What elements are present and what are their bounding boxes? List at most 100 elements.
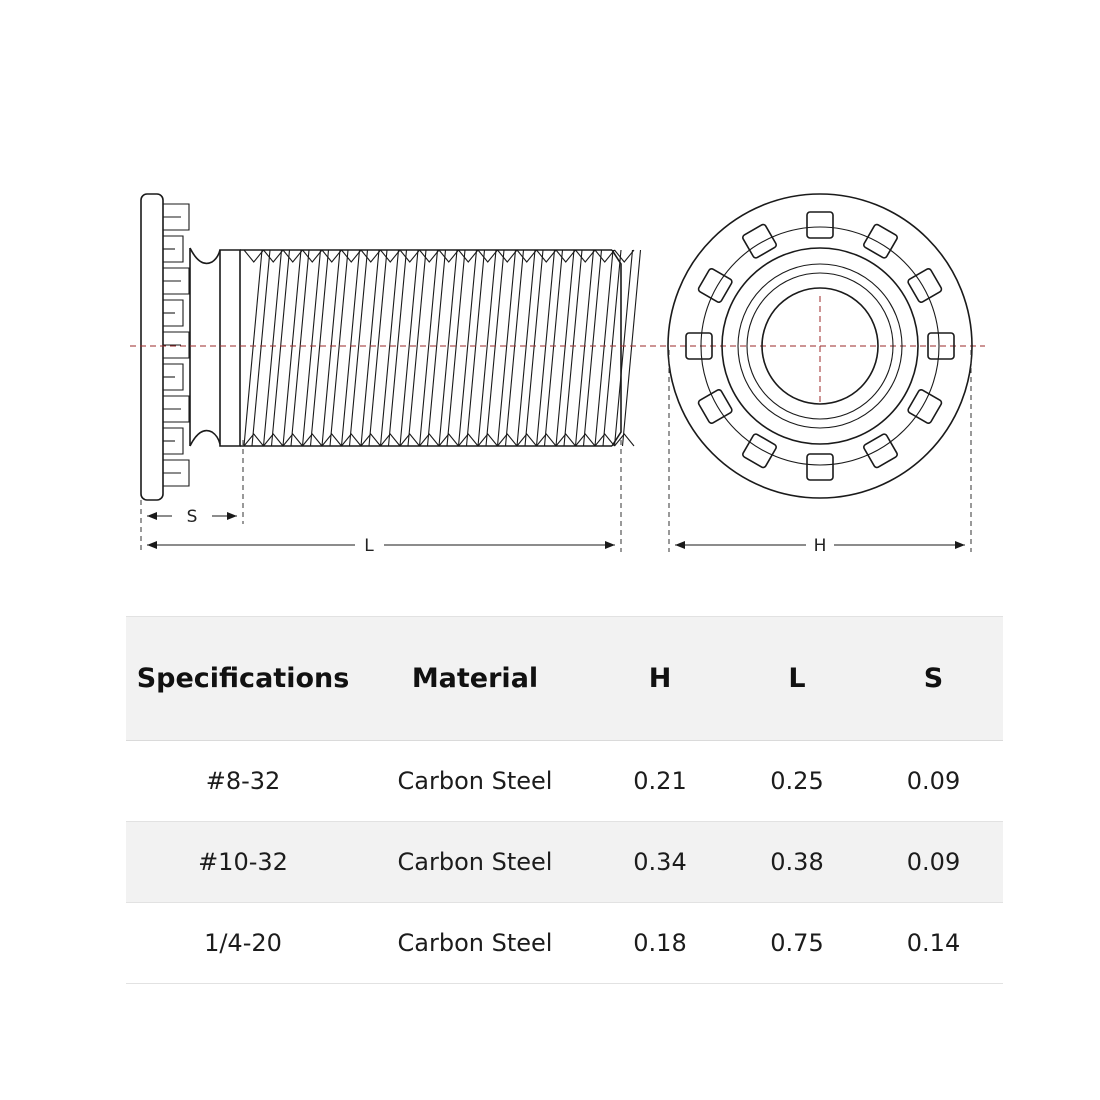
thread-crest (360, 249, 380, 447)
knurl-tooth (163, 267, 190, 295)
thread-bottom-tooth (380, 433, 401, 447)
thread-top-tooth (302, 249, 323, 263)
thread-bottom-tooth (321, 433, 342, 447)
table-row: 1/4-20 Carbon Steel 0.18 0.75 0.14 (126, 903, 1003, 984)
thread-crest (301, 249, 322, 447)
cell-specification: #10-32 (198, 848, 288, 876)
thread-top-tooth (282, 249, 303, 263)
cell-h: 0.18 (633, 929, 687, 957)
thread-bottom-tooth (399, 433, 420, 447)
knurl-tooth (163, 395, 190, 423)
thread-crest (282, 249, 302, 447)
header-material: Material (411, 663, 539, 694)
thread-crest (340, 249, 361, 447)
cell-material: Carbon Steel (397, 929, 553, 957)
cell-specification: 1/4-20 (204, 929, 282, 957)
thread-bottom-tooth (458, 433, 479, 447)
header-s: S (923, 663, 944, 694)
thread-root (543, 249, 564, 447)
knurl-tooth (163, 363, 184, 391)
dimension-label-s: S (187, 507, 198, 527)
thread-root (621, 249, 642, 447)
dimension-label-l: L (364, 536, 374, 556)
stud-end-view (667, 193, 973, 499)
thread-bottom-tooth (341, 433, 362, 447)
thread-root (270, 249, 291, 447)
thread-crest (438, 249, 458, 447)
thread-bottom-tooth (477, 433, 498, 447)
thread-crest (477, 249, 497, 447)
thread-top-tooth (497, 249, 518, 263)
cell-h: 0.21 (633, 767, 687, 795)
thread-root (582, 249, 603, 447)
thread-crest (418, 249, 439, 447)
thread-bottom-tooth (263, 433, 284, 447)
thread-crest (262, 249, 283, 447)
thread-top-tooth (614, 249, 635, 263)
thread-root (524, 249, 544, 447)
thread-top-tooth (380, 249, 401, 263)
end-view-tab (697, 389, 733, 424)
thread-bottom-tooth (243, 433, 264, 447)
cell-s: 0.09 (906, 848, 961, 876)
thread-top-tooth (516, 249, 537, 263)
cell-specification: #8-32 (205, 767, 281, 795)
thread-root (387, 249, 408, 447)
thread-root (407, 249, 427, 447)
table-header-row: Specifications Material H L S (126, 616, 1003, 741)
thread-root (329, 249, 349, 447)
thread-root (251, 249, 271, 447)
end-view-tab (863, 223, 898, 259)
thread-bottom-tooth (614, 433, 635, 447)
end-view-tab (863, 433, 898, 469)
dimension-lines: S L H (140, 350, 972, 556)
end-view-tab (907, 389, 943, 424)
end-view-tab (742, 223, 777, 259)
thread-top-tooth (536, 249, 557, 263)
thread-crest (321, 249, 341, 447)
thread-crest (594, 249, 614, 447)
thread-root (290, 249, 310, 447)
knurl-tooth (163, 235, 184, 263)
thread-bottom-tooth (360, 433, 381, 447)
thread-crest (379, 249, 400, 447)
thread-top-tooth (594, 249, 615, 263)
end-view-tabs (685, 211, 955, 481)
header-h: H (648, 663, 672, 694)
dimension-label-h: H (814, 536, 827, 556)
thread-bottom-tooth (575, 433, 596, 447)
knurl-tooth (163, 459, 190, 487)
thread-top-tooth (438, 249, 459, 263)
specifications-table: Specifications Material H L S #8-32 Carb… (126, 616, 1003, 984)
knurl-tooth (163, 203, 190, 231)
thread-crest (496, 249, 517, 447)
thread-top-tooth (555, 249, 576, 263)
end-view-tab (742, 433, 777, 469)
end-view-tab (806, 211, 834, 239)
thread-bottom-tooth (536, 433, 557, 447)
stud-side-view (140, 193, 642, 501)
end-view-tab (927, 332, 955, 360)
thread-lines (243, 249, 642, 447)
thread-top-tooth (477, 249, 498, 263)
cell-s: 0.09 (906, 767, 961, 795)
thread-crest (555, 249, 575, 447)
cell-l: 0.25 (770, 767, 824, 795)
thread-top-tooth (243, 249, 264, 263)
thread-crest (399, 249, 419, 447)
thread-root (368, 249, 388, 447)
thread-bottom-tooth (497, 433, 518, 447)
thread-crest (516, 249, 536, 447)
end-view-tab (806, 453, 834, 481)
thread-root (426, 249, 447, 447)
thread-bottom-tooth (516, 433, 537, 447)
thread-root (563, 249, 583, 447)
thread-top-tooth (399, 249, 420, 263)
thread-root (465, 249, 486, 447)
thread-root (446, 249, 466, 447)
knurl-teeth (163, 203, 190, 487)
header-l: L (788, 663, 806, 694)
thread-bottom-tooth (302, 433, 323, 447)
thread-top-tooth (419, 249, 440, 263)
end-view-tab (685, 332, 713, 360)
